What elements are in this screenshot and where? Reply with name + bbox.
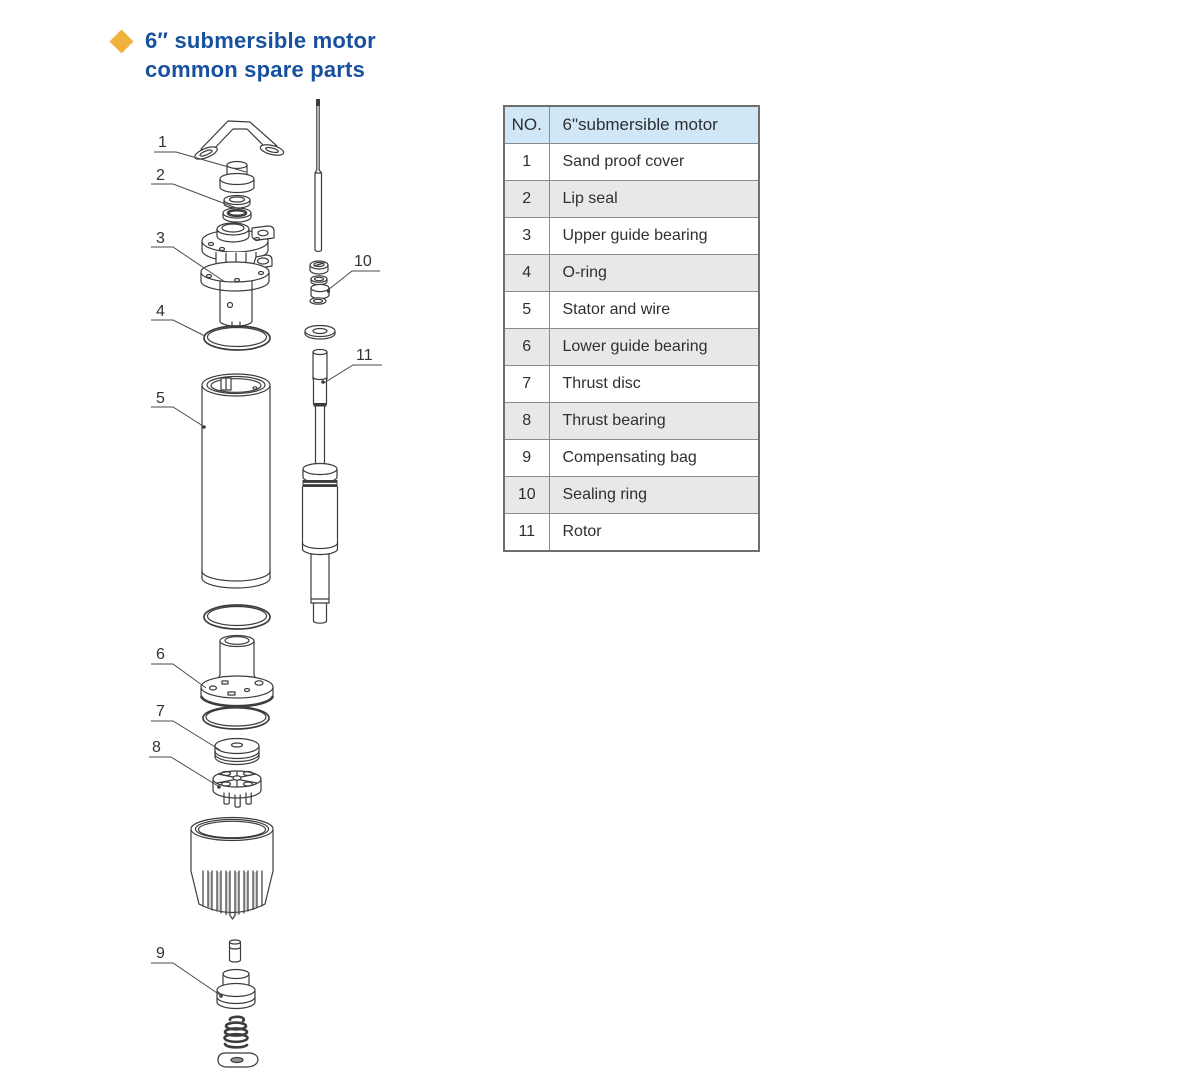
o-ring-small: [202, 706, 270, 730]
part-number-cell: 1: [503, 143, 550, 181]
part-number-cell: 4: [503, 254, 550, 292]
part-number-cell: 9: [503, 439, 550, 477]
callout-label-5: 5: [156, 390, 165, 407]
part-4-o-ring: [203, 325, 271, 351]
part-name-cell: Lip seal: [548, 180, 760, 218]
cable-guard-bracket: [194, 120, 285, 160]
callout-label-6: 6: [156, 646, 165, 663]
callout-label-9: 9: [156, 945, 165, 962]
leader-lines: [149, 151, 382, 998]
part-7-thrust-disc: [214, 737, 260, 766]
part-name-cell: Stator and wire: [548, 291, 760, 329]
part-number-cell: 6: [503, 328, 550, 366]
page-title-line2: common spare parts: [145, 57, 366, 82]
part-5-stator: [201, 373, 271, 589]
part-11-rotor: [301, 348, 339, 624]
tie-rod: [314, 99, 323, 252]
part-name-cell: Sand proof cover: [548, 143, 760, 181]
part-name-cell: Compensating bag: [548, 439, 760, 477]
part-name-cell: Thrust disc: [548, 365, 760, 403]
callout-label-2: 2: [156, 167, 165, 184]
washer: [304, 324, 336, 340]
part-name-cell: O-ring: [548, 254, 760, 292]
table-header-no: NO.: [503, 105, 550, 144]
part-8-thrust-bearing: [212, 770, 262, 808]
part-number-cell: 3: [503, 217, 550, 255]
part-name-cell: Thrust bearing: [548, 402, 760, 440]
callout-label-4: 4: [156, 303, 165, 320]
page-title-line1: 6″ submersible motor: [145, 28, 376, 53]
part-number-cell: 8: [503, 402, 550, 440]
part-name-cell: Sealing ring: [548, 476, 760, 514]
bottom-housing: [190, 816, 274, 920]
callout-label-10: 10: [354, 253, 372, 270]
part-1-sand-proof-cover: [219, 160, 255, 194]
part-name-cell: Lower guide bearing: [548, 328, 760, 366]
part-6-lower-guide-bearing: [200, 634, 274, 708]
part-number-cell: 11: [503, 513, 550, 552]
callout-label-3: 3: [156, 230, 165, 247]
part-9-compensating-bag: [216, 939, 259, 1068]
table-header-row: NO. 6"submersible motor: [503, 105, 760, 144]
callout-label-1: 1: [158, 134, 167, 151]
callout-label-7: 7: [156, 703, 165, 720]
part-number-cell: 10: [503, 476, 550, 514]
table-header-name: 6"submersible motor: [548, 105, 760, 144]
part-name-cell: Rotor: [548, 513, 760, 552]
part-name-cell: Upper guide bearing: [548, 217, 760, 255]
callout-label-11: 11: [356, 347, 373, 364]
callout-label-8: 8: [152, 739, 161, 756]
part-3-upper-guide-bearing: [200, 222, 275, 328]
part-number-cell: 7: [503, 365, 550, 403]
part-10-sealing-rings: [309, 260, 331, 305]
page-title: 6″ submersible motor common spare parts: [145, 26, 376, 84]
part-number-cell: 2: [503, 180, 550, 218]
o-ring-lower: [203, 604, 271, 630]
part-number-cell: 5: [503, 291, 550, 329]
